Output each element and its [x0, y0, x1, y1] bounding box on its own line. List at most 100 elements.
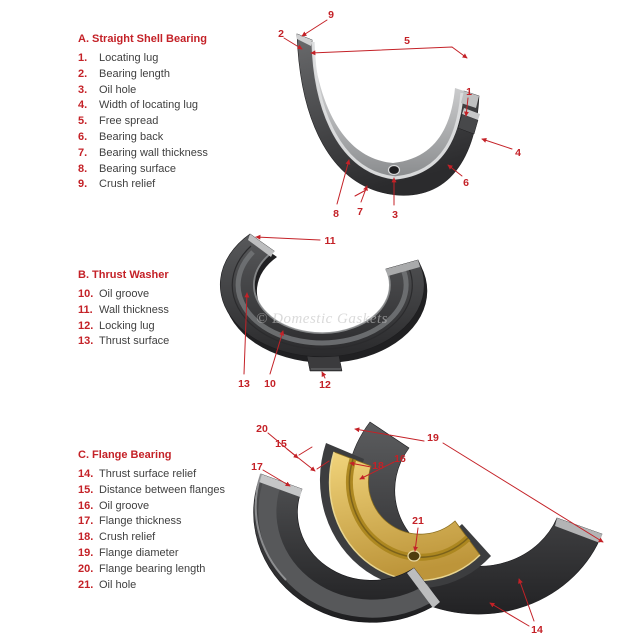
leader-locking-lug [321, 371, 327, 379]
liner-edge-highlight [328, 451, 481, 582]
item-label: Locking lug [99, 319, 155, 332]
legend-item: 3.Oil hole [78, 83, 278, 99]
item-number: 1. [78, 52, 88, 64]
shell-left-end-face [297, 34, 312, 46]
legend-item: 2.Bearing length [78, 67, 278, 83]
item-number: 16. [78, 499, 94, 512]
item-label: Oil hole [99, 83, 137, 96]
leader-free-spread [310, 46, 468, 59]
legend-item: 17. Flange thickness [78, 514, 278, 530]
legend-item: 6. Bearing back [78, 130, 278, 146]
item-label: Width of locating lug [99, 99, 199, 112]
callout-18: 18 [372, 460, 384, 472]
leader-flange-diameter-left [354, 427, 425, 442]
leader-wall-thickness-b [255, 234, 321, 241]
section-flange-bearing: C. Flange Bearing 14. Thrust surface reli… [78, 449, 278, 593]
leader-oil-groove-c [359, 461, 395, 480]
item-label: Crush relief [99, 531, 156, 544]
item-label: Flange diameter [99, 546, 179, 559]
callout-12: 12 [319, 379, 331, 391]
section-straight-shell-bearing: A. Straight Shell Bearing 1.Locating lug… [78, 33, 278, 193]
leader-lines-c [262, 427, 604, 627]
callout-5: 5 [404, 35, 410, 47]
item-number: 14. [78, 468, 94, 480]
item-number: 7. [78, 146, 88, 159]
tick-wall-thickness [354, 189, 367, 197]
front-flange-rim-highlight [254, 473, 287, 581]
item-label: Distance between flanges [99, 483, 225, 496]
item-label: Crush relief [99, 178, 156, 191]
leader-thrust-relief-1 [489, 602, 530, 627]
callout-16: 16 [394, 453, 406, 465]
diagram-thrust-washer: 11 13 10 12 [220, 233, 428, 391]
legend-item: 14. Thrust surface relief [78, 467, 278, 483]
watermark: © Domestic Gaskets [256, 311, 388, 327]
callout-14: 14 [531, 624, 543, 636]
section-b-title: B. Thrust Washer [78, 269, 169, 281]
item-number: 19. [78, 546, 94, 559]
legend-item: 8. Bearing surface [78, 162, 278, 178]
legend-item: 15.Distance between flanges [78, 483, 278, 499]
shell-right-end-face [461, 91, 479, 108]
washer-left-end-face [248, 234, 274, 257]
leader-bearing-surface [336, 159, 351, 205]
section-a-title: A. Straight Shell Bearing [78, 33, 207, 45]
section-c-title: C. Flange Bearing [78, 449, 172, 461]
leader-oil-hole-c [413, 527, 419, 552]
leader-bearing-length [283, 37, 303, 50]
legend-item: 16.Oil groove [78, 499, 278, 515]
callout-6: 6 [463, 177, 469, 189]
legend-item: 12.Locking lug [78, 319, 278, 335]
callout-9: 9 [328, 9, 334, 21]
diagram-straight-shell-bearing: 9 2 5 1 4 6 3 7 8 [278, 9, 521, 221]
callout-19: 19 [427, 432, 439, 444]
item-label: Free spread [99, 115, 159, 128]
leader-distance-between-flanges [286, 448, 316, 472]
callout-11: 11 [324, 235, 335, 247]
callout-10: 10 [264, 378, 276, 390]
legend-item: 19. Flange diameter [78, 546, 278, 562]
callout-13: 13 [238, 378, 250, 390]
item-number: 10. [78, 288, 94, 300]
legend-item: 5. Free spread [78, 114, 278, 130]
legend-item: 18. Crush relief [78, 530, 278, 546]
item-label: Bearing back [99, 130, 164, 143]
oil-hole [387, 164, 401, 176]
item-number: 5. [78, 115, 88, 128]
leader-locating-lug [463, 97, 469, 117]
diagram-flange-bearing: 20 15 17 19 18 16 21 14 [251, 421, 604, 636]
legend-item: 11.Wall thickness [78, 303, 278, 319]
leader-thrust-relief-2 [518, 578, 535, 622]
legend-item: 10.Oil groove [78, 287, 278, 303]
leader-lug-width [481, 138, 513, 150]
item-number: 18. [78, 531, 94, 544]
shell-inner-surface [312, 40, 464, 179]
leader-wall-thickness [360, 185, 368, 203]
item-label: Flange thickness [99, 515, 182, 528]
callout-15: 15 [275, 438, 287, 450]
item-label: Oil hole [99, 578, 137, 591]
leader-flange-thickness [262, 469, 291, 487]
washer-groove-line [231, 245, 413, 350]
legend-item: 7.Bearing wall thickness [78, 146, 278, 162]
item-number: 6. [78, 130, 88, 143]
back-flange-end-face [555, 518, 602, 543]
item-number: 17. [78, 515, 94, 528]
legend-item: 20.Flange bearing length [78, 562, 278, 578]
legend-item: 21. Oil hole [78, 578, 278, 594]
leader-lines-b [243, 234, 327, 379]
callout-2: 2 [278, 28, 284, 40]
front-flange-end-face-top [259, 474, 302, 497]
item-number: 9. [78, 178, 88, 191]
locating-lug [457, 113, 479, 135]
front-flange-face [258, 476, 437, 618]
item-number: 21. [78, 578, 94, 591]
item-number: 2. [78, 67, 88, 80]
callout-1: 1 [466, 86, 472, 98]
item-label: Thrust surface relief [99, 468, 197, 480]
item-number: 8. [78, 162, 88, 175]
item-label: Bearing surface [99, 162, 177, 175]
tick-dim-2 [316, 460, 330, 470]
